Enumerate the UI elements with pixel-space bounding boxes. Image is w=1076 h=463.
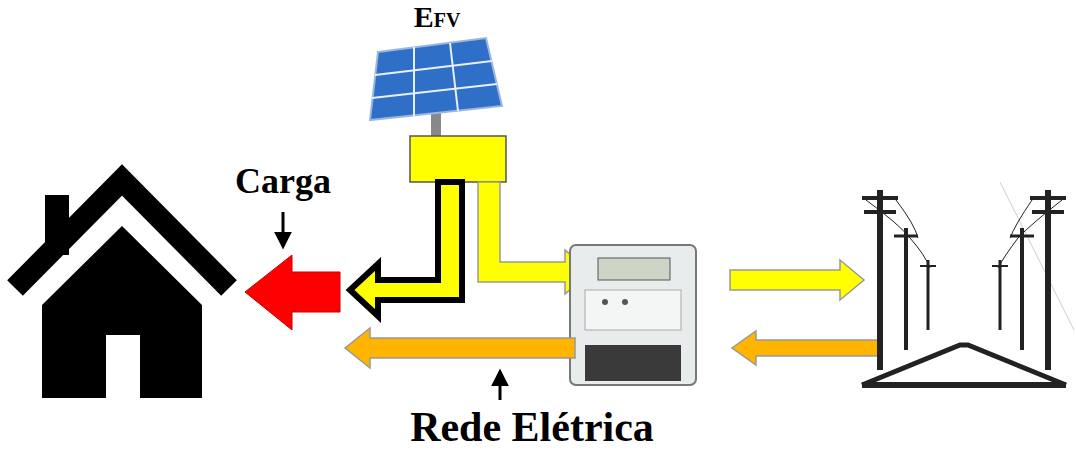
pointer-arrow — [282, 212, 285, 246]
pointer-arrow — [499, 372, 502, 400]
export-arrow — [730, 260, 864, 300]
grid-label: Rede Elétrica — [410, 404, 654, 450]
meter-icon — [570, 245, 696, 385]
inverter-box — [410, 136, 506, 182]
power-lines — [862, 182, 1074, 385]
load-label: Carga — [235, 162, 331, 202]
pv-label: EFV — [414, 0, 461, 33]
import-arrow — [732, 331, 880, 365]
house-icon — [15, 180, 229, 398]
pv-to-load-arrow — [350, 182, 462, 316]
solar-panel — [370, 38, 502, 138]
load-arrow — [245, 255, 340, 330]
grid-to-load-arrow — [345, 328, 575, 368]
